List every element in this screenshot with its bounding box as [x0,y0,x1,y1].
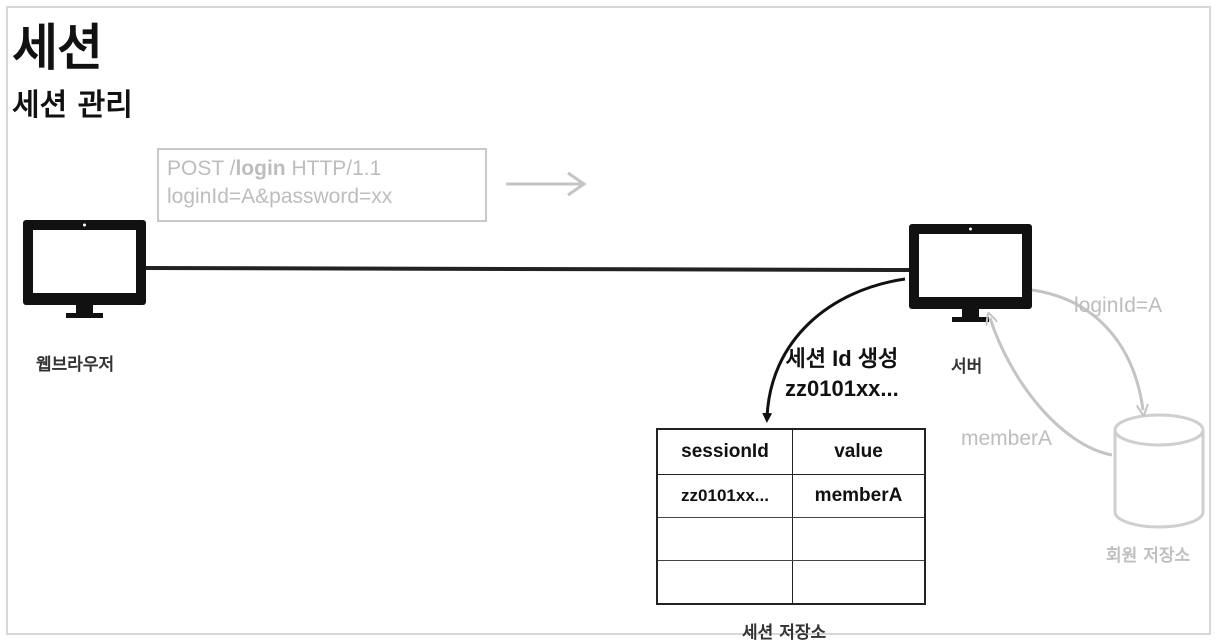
result-label: memberA [961,427,1053,450]
connection-line [142,266,913,272]
member-store-label: 회원 저장소 [1106,546,1191,566]
request-version: HTTP/1.1 [285,157,382,180]
session-create-note-line1: 세션 Id 생성 [785,346,899,371]
lookup-label: loginId=A [1074,294,1163,317]
session-value-cell: memberA [792,474,926,518]
table-header-row: sessionId value [656,428,926,475]
table-row: zz0101xx... memberA [656,474,926,518]
table-row [656,560,926,605]
session-id-cell [656,560,793,605]
request-body: loginId=A&password=xx [167,185,393,208]
session-store-label: 세션 저장소 [742,623,827,643]
session-create-note: 세션 Id 생성 zz0101xx... [785,344,899,404]
session-id-cell: zz0101xx... [656,474,793,518]
request-arrow [506,171,587,197]
database-icon [1113,413,1205,529]
browser-label: 웹브라우저 [36,355,115,375]
server-label: 서버 [951,357,983,377]
session-create-note-line2: zz0101xx... [785,376,899,401]
session-id-cell [656,517,793,561]
request-path: login [235,157,286,180]
page-title: 세션 [12,19,103,77]
column-header: sessionId [656,428,793,475]
result-arrow [990,318,1113,457]
request-method: POST / [167,157,236,180]
table-row [656,517,926,561]
request-line: POST /login HTTP/1.1 [167,155,477,183]
http-request-box: POST /login HTTP/1.1 loginId=A&password=… [157,148,487,222]
create-session-arrow [762,277,906,423]
column-header: value [792,428,926,475]
lookup-arrow [1031,288,1143,410]
page-subtitle: 세션 관리 [12,88,133,123]
session-value-cell [792,560,926,605]
browser-monitor-icon [23,220,146,318]
diagram-frame [6,6,1211,635]
session-value-cell [792,517,926,561]
session-table: sessionId value zz0101xx... memberA [656,428,926,605]
server-monitor-icon [909,224,1032,322]
